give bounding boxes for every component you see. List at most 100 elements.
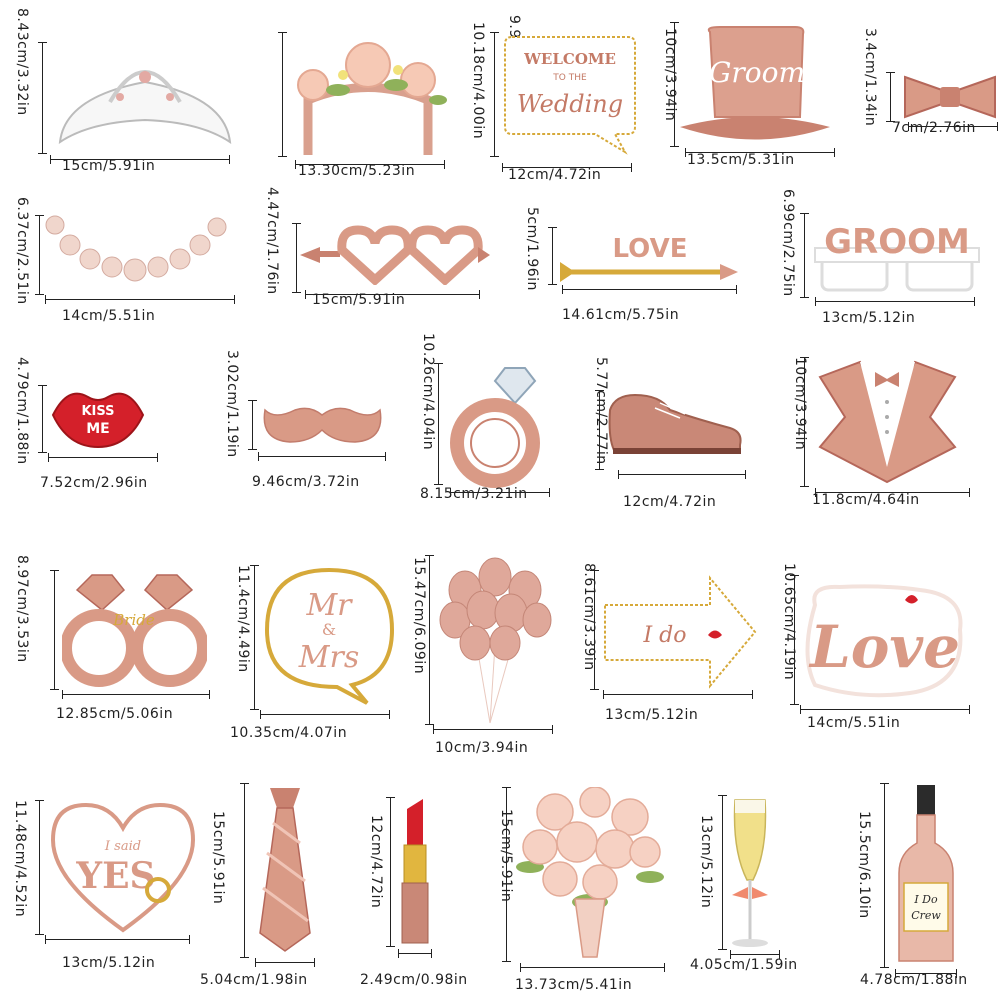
shoe-image xyxy=(608,393,742,454)
love-arrow-height-label: 5cm/1.96in xyxy=(524,207,540,291)
champagne-glass-width-label: 4.05cm/1.59in xyxy=(690,957,798,973)
necktie-width-line xyxy=(255,958,315,968)
mr-mrs-bubble-width-label: 10.35cm/4.07in xyxy=(230,725,348,741)
mr-mrs-bubble-image: Mr & Mrs xyxy=(264,567,395,705)
mr-mrs-line1: Mr xyxy=(305,588,353,623)
kiss-me-lips-height-line xyxy=(38,385,48,453)
yes-heart-line2: YES xyxy=(75,855,155,897)
bow-tie-width-label: 7cm/2.76in xyxy=(892,120,976,136)
i-do-arrow-height-label: 8.61cm/3.39in xyxy=(581,563,597,671)
tiara-image xyxy=(58,70,232,145)
i-do-arrow-prop: I do 13cm/5.12in 8.61cm/3.39in xyxy=(575,545,775,745)
bride-glasses-height-line xyxy=(50,570,60,690)
tiara-width-label: 15cm/5.91in xyxy=(62,158,156,174)
bride-glasses-width-label: 12.85cm/5.06in xyxy=(56,706,174,722)
necktie-prop: 5.04cm/1.98in 15cm/5.91in xyxy=(200,775,360,1000)
flower-headband-width-line xyxy=(295,160,445,170)
tiara-height-line xyxy=(38,42,48,154)
necktie-height-line xyxy=(240,783,250,958)
i-do-arrow-width-label: 13cm/5.12in xyxy=(605,707,699,723)
love-script-image: Love xyxy=(805,584,963,698)
mustache-prop: 9.46cm/3.72in 3.02cm/1.19in xyxy=(210,345,410,515)
welcome-sign-line1: WELCOME xyxy=(523,50,616,68)
i-do-arrow-text: I do xyxy=(642,623,686,648)
welcome-sign-line3: Wedding xyxy=(517,90,623,118)
love-arrow-width-line xyxy=(562,285,737,295)
i-do-arrow-image: I do xyxy=(604,575,757,689)
balloons-height-line xyxy=(425,555,435,725)
heart-glasses-width-line xyxy=(305,290,480,300)
balloons-image xyxy=(439,557,552,724)
flower-headband-width-label: 13.30cm/5.23in xyxy=(298,163,416,179)
welcome-sign-height-label: 10.18cm/4.00in xyxy=(470,22,486,140)
love-arrow-text: LOVE xyxy=(613,234,688,264)
mustache-height-label: 3.02cm/1.19in xyxy=(224,350,240,458)
pearl-necklace-width-line xyxy=(45,295,235,305)
love-arrow-width-label: 14.61cm/5.75in xyxy=(562,307,680,323)
welcome-sign-width-line xyxy=(502,163,632,173)
tiara-height-label: 8.43cm/3.32in xyxy=(14,8,30,116)
groom-glasses-prop: GROOM 13cm/5.12in 6.99cm/2.75in xyxy=(770,185,1000,335)
love-script-width-line xyxy=(800,705,970,715)
heart-glasses-prop: 15cm/5.91in 4.47cm/1.76in xyxy=(250,185,510,335)
kiss-me-lips-width-line xyxy=(48,453,158,463)
heart-glasses-height-line xyxy=(292,223,302,293)
diamond-ring-prop: 8.15cm/3.21in 10.26cm/4.04in xyxy=(410,333,580,515)
bouquet-prop: 13.73cm/5.41in 15cm/5.91in xyxy=(490,775,690,1000)
love-arrow-image: LOVE xyxy=(560,234,738,282)
groom-hat-height-line xyxy=(670,22,680,147)
bouquet-width-line xyxy=(520,963,665,973)
mr-mrs-line2: & xyxy=(322,620,336,639)
mustache-height-line xyxy=(248,400,258,450)
mr-mrs-bubble-height-label: 11.4cm/4.49in xyxy=(235,565,251,673)
champagne-glass-image xyxy=(732,799,768,947)
kiss-me-line2: ME xyxy=(86,421,110,437)
groom-glasses-image: GROOM xyxy=(814,222,980,292)
heart-glasses-height-label: 4.47cm/1.76in xyxy=(264,187,280,295)
necktie-width-label: 5.04cm/1.98in xyxy=(200,972,308,988)
balloons-width-line xyxy=(433,725,553,735)
bow-tie-height-line xyxy=(886,72,896,122)
heart-glasses-image xyxy=(300,225,490,285)
bride-glasses-prop: Bride 12.85cm/5.06in 8.97cm/3.53in xyxy=(0,545,230,745)
mustache-image xyxy=(263,407,382,443)
flower-headband-image xyxy=(297,42,447,155)
wine-bottle-height-label: 15.5cm/6.10in xyxy=(856,811,872,919)
yes-heart-height-label: 11.48cm/4.52in xyxy=(12,800,28,918)
pearl-necklace-height-line xyxy=(35,215,45,295)
groom-glasses-text: GROOM xyxy=(824,222,970,262)
groom-glasses-width-line xyxy=(815,297,975,307)
wine-bottle-height-line xyxy=(880,783,890,968)
tuxedo-prop: 11.8cm/4.64in 10cm/3.94in xyxy=(780,345,1000,515)
lipstick-prop: 2.49cm/0.98in 12cm/4.72in xyxy=(360,775,490,1000)
shoe-height-line xyxy=(595,390,605,470)
tiara-prop: 15cm/5.91in 8.43cm/3.32in xyxy=(0,0,250,185)
shoe-width-line xyxy=(618,470,746,480)
heart-glasses-width-label: 15cm/5.91in xyxy=(312,292,406,308)
wine-bottle-line2: Crew xyxy=(911,909,941,922)
champagne-glass-prop: 4.05cm/1.59in 13cm/5.12in xyxy=(690,775,840,1000)
mr-mrs-line3: Mrs xyxy=(298,640,359,675)
pearl-necklace-image xyxy=(45,215,227,282)
tuxedo-height-line xyxy=(800,357,810,487)
kiss-me-lips-width-label: 7.52cm/2.96in xyxy=(40,475,148,491)
mr-mrs-bubble-width-line xyxy=(260,710,390,720)
diamond-ring-height-label: 10.26cm/4.04in xyxy=(420,333,436,451)
bouquet-image xyxy=(516,787,664,958)
tiara-width-line xyxy=(50,155,230,165)
yes-heart-height-line xyxy=(35,800,45,935)
groom-hat-width-label: 13.5cm/5.31in xyxy=(687,152,795,168)
champagne-glass-height-label: 13cm/5.12in xyxy=(698,815,714,909)
tuxedo-height-label: 10cm/3.94in xyxy=(792,357,808,451)
yes-heart-line1: I said xyxy=(104,839,141,854)
balloons-height-label: 15.47cm/6.09in xyxy=(411,557,427,675)
bride-glasses-image: Bride xyxy=(62,574,207,687)
bride-glasses-height-label: 8.97cm/3.53in xyxy=(14,555,30,663)
welcome-sign-width-label: 12cm/4.72in xyxy=(508,167,602,183)
flower-headband-height-line xyxy=(278,32,288,157)
groom-hat-height-label: 10cm/3.94in xyxy=(662,28,678,122)
love-script-prop: Love 14cm/5.51in 10.65cm/4.19in xyxy=(775,545,1000,745)
bow-tie-image xyxy=(904,75,996,119)
wine-bottle-line1: I Do xyxy=(913,893,938,906)
yes-heart-width-line xyxy=(45,935,190,945)
